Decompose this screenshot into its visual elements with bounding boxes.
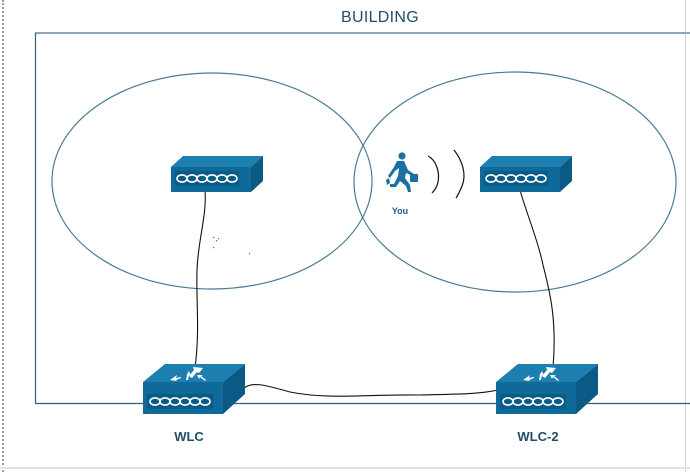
link-wlc1-wlc2 [243, 383, 499, 397]
link-ap2-wlc2 [519, 189, 555, 369]
link-ap1-wlc1 [194, 189, 206, 369]
wlc-2-device[interactable] [496, 364, 598, 414]
user-label: You [391, 206, 409, 216]
wireless-signal-icon [427, 149, 465, 199]
coverage-area-2 [353, 71, 677, 293]
controller-arrows-icon [523, 367, 559, 381]
stray-marks [213, 237, 251, 255]
access-point-1[interactable] [171, 156, 263, 192]
wlc-1-device[interactable] [143, 364, 245, 414]
user-walking-icon[interactable] [386, 152, 418, 192]
page-edge-bottom [0, 467, 690, 469]
wlc-2-label: WLC-2 [517, 429, 559, 444]
access-point-2[interactable] [480, 156, 572, 192]
building-title: BUILDING [341, 9, 419, 26]
wlc-1-label: WLC [174, 429, 204, 444]
page-margin-guide [2, 0, 4, 472]
coverage-area-1 [51, 72, 373, 290]
page-edge-right [685, 0, 686, 472]
controller-arrows-icon [170, 367, 206, 381]
